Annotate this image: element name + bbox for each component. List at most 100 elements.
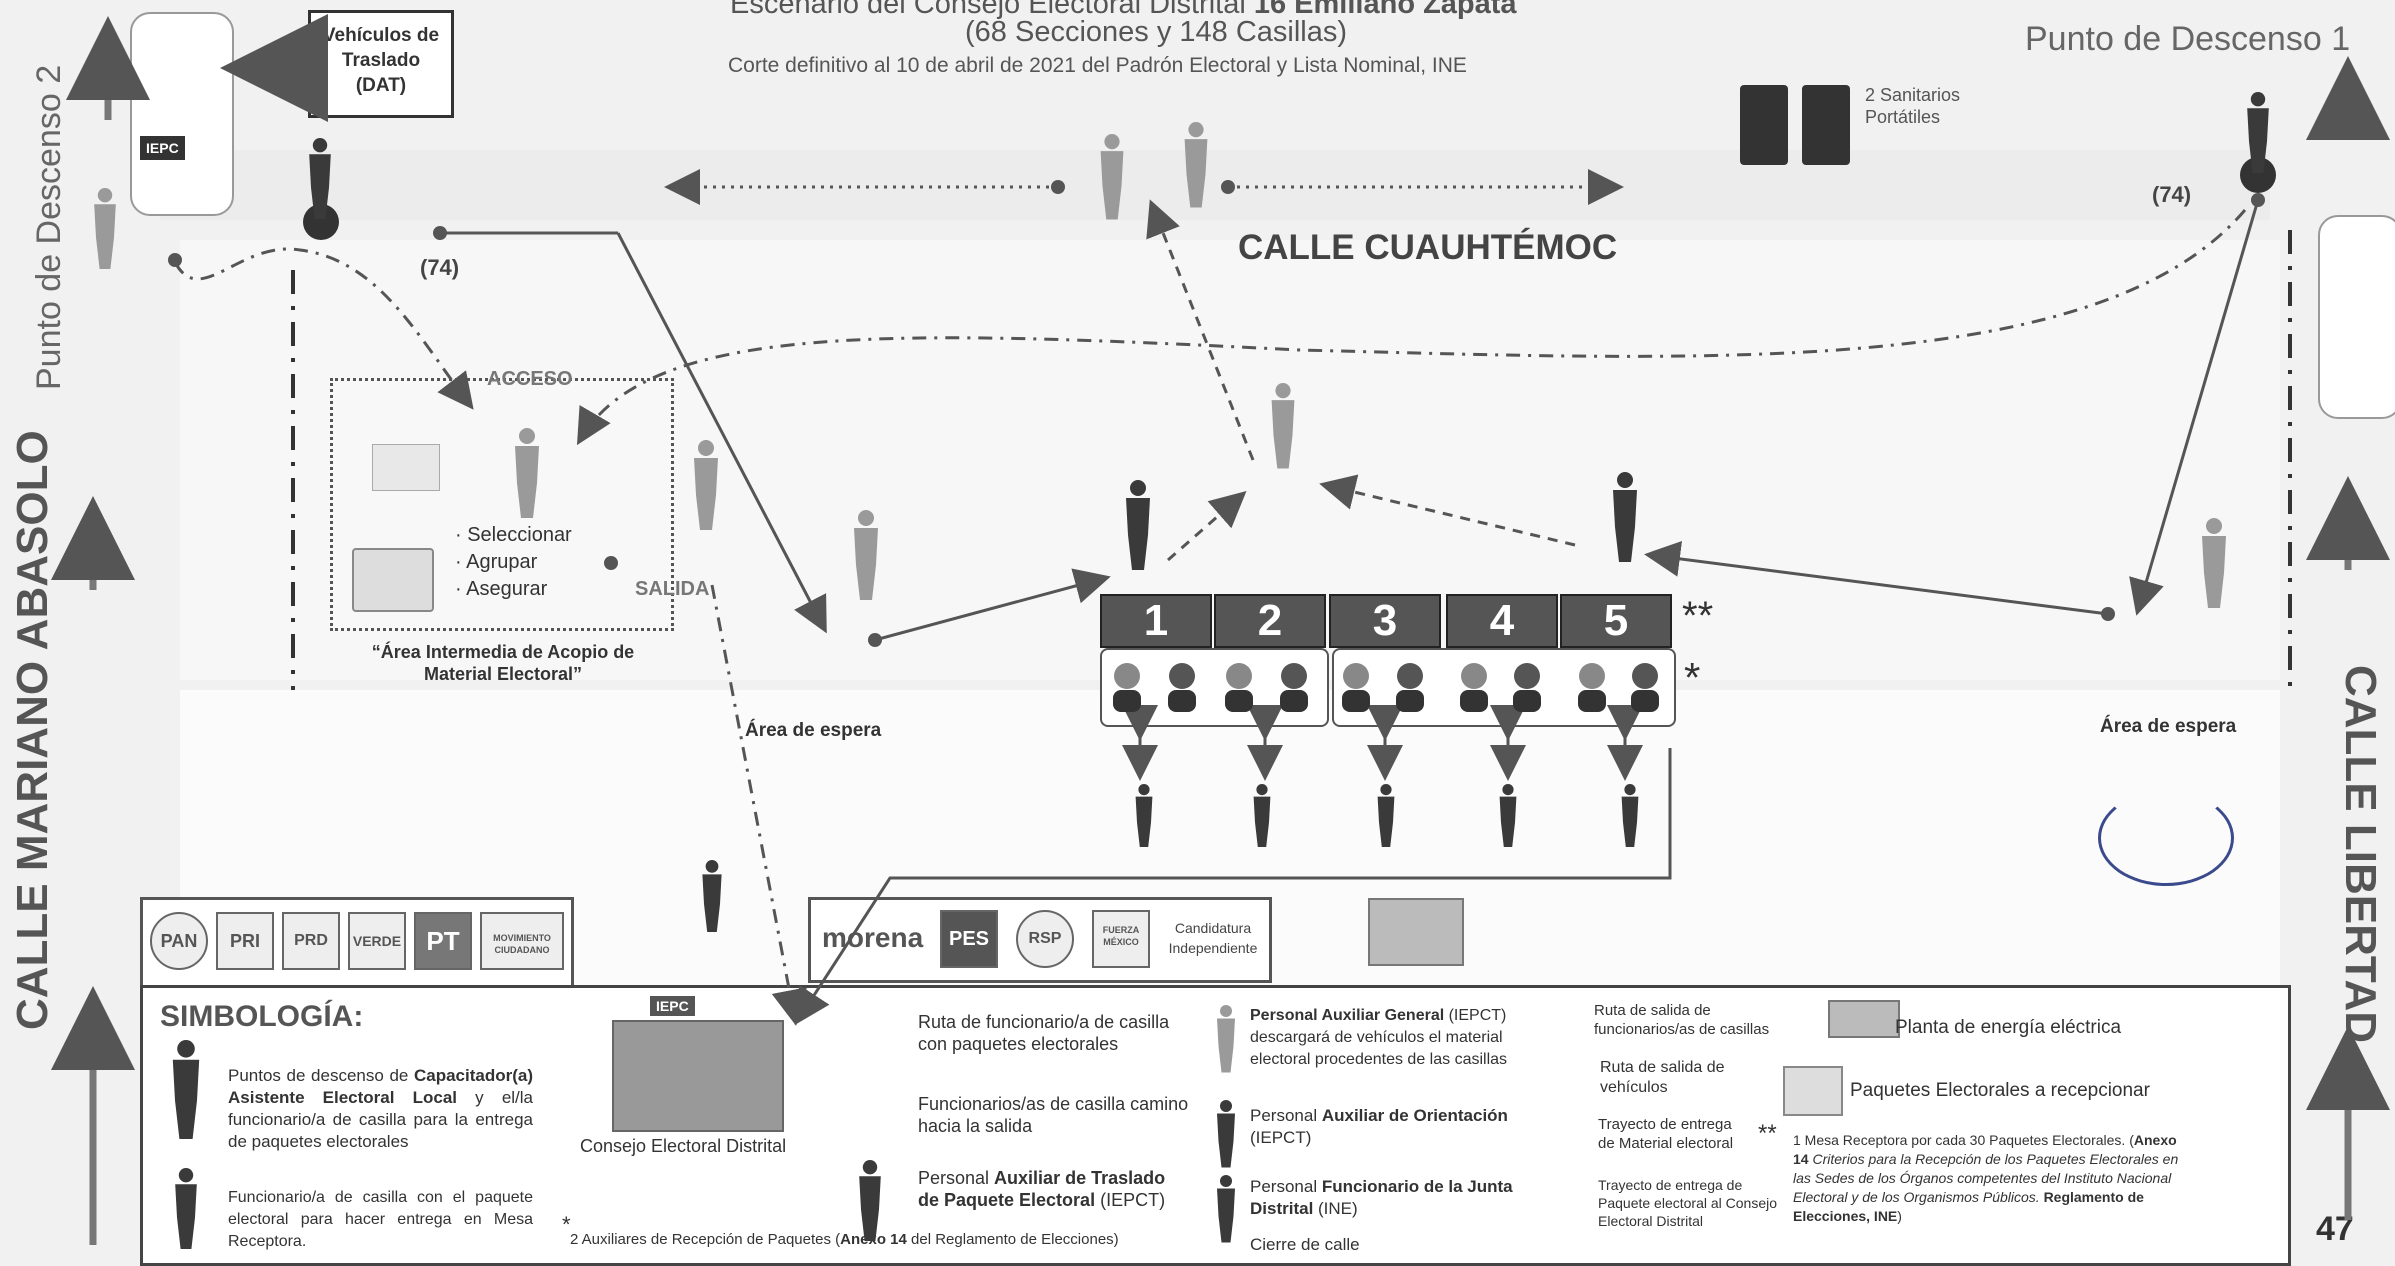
legend-street-closure: Cierre de calle: [1250, 1235, 1360, 1254]
power-plant-icon: [1828, 1000, 1900, 1038]
party-morena-logo: morena: [822, 922, 924, 953]
legend-orientation-figure: [1217, 1100, 1235, 1168]
legend-route-officials: Ruta de funcionario/a de casilla con paq…: [918, 1012, 1170, 1054]
auxiliary-face-icon: [1579, 663, 1605, 689]
legend-council-route: Trayecto de entrega de Paquete electoral…: [1598, 1177, 1778, 1229]
legend-packages: Paquetes Electorales a recepcionar: [1850, 1080, 2150, 1101]
legend-junta-staff: Personal Funcionario de la Junta Distrit…: [1250, 1177, 1513, 1218]
party-mc-logo: MOVIMIENTO CIUDADANO: [480, 912, 564, 970]
auxiliary-face-icon: [1226, 663, 1252, 689]
transfer-staff-4-figure: [1499, 784, 1517, 847]
faces-mark: *: [1684, 654, 1701, 701]
handwritten-mark: [2098, 790, 2234, 886]
legend-general-figure: [1217, 1005, 1235, 1073]
transfer-staff-5-figure: [1621, 784, 1639, 847]
staff-left-figure: [94, 188, 116, 269]
party-pan-logo: PAN: [150, 912, 208, 970]
acopio-item-secure: · Asegurar: [455, 578, 548, 600]
auxiliary-face-icon: [1114, 663, 1140, 689]
auxiliary-body-icon: [1342, 690, 1370, 712]
street-cuauhtemoc-label: CALLE CUAUHTÉMOC: [1238, 228, 1618, 267]
auxiliary-face-icon: [1343, 663, 1369, 689]
acopio-item-select: · Seleccionar: [455, 524, 572, 546]
legend-orientation-staff: Personal Auxiliar de Orientación (IEPCT): [1250, 1106, 1508, 1147]
official-table-5-figure: [1613, 472, 1637, 562]
header-line2: (68 Secciones y 148 Casillas): [965, 16, 1348, 48]
van-right-icon: [2318, 215, 2395, 419]
party-verde-logo: VERDE: [348, 912, 406, 970]
legend-note-mark: **: [1758, 1120, 1777, 1147]
dat-vehicles-label: Vehículos de Traslado (DAT): [322, 25, 440, 96]
toilet-2-icon: [1802, 85, 1850, 165]
table-5: 5: [1560, 594, 1672, 648]
auxiliary-face-icon: [1514, 663, 1540, 689]
legend-general-staff: Personal Auxiliar General (IEPCT) descar…: [1250, 1007, 1508, 1068]
transfer-staff-2-figure: [1253, 784, 1271, 847]
walking-figure-3: [1271, 383, 1295, 469]
count-right: (74): [2152, 182, 2192, 207]
party-prd-logo: PRD: [282, 912, 340, 970]
waiting-area-right-label: Área de espera: [2100, 716, 2237, 737]
auxiliary-face-icon: [1169, 663, 1195, 689]
legend-junta-figure: [1217, 1175, 1235, 1243]
van-left-logo: IEPC: [140, 136, 185, 160]
party-pt-logo: PT: [414, 912, 472, 970]
orientation-left-figure: [854, 510, 878, 600]
auxiliary-body-icon: [1631, 690, 1659, 712]
legend-auxiliaries-mark: *: [562, 1212, 571, 1237]
capacitador-left-figure: [309, 138, 331, 219]
junta-staff-figure: [702, 860, 722, 932]
auxiliary-body-icon: [1396, 690, 1424, 712]
official-table-1-figure: [1126, 480, 1150, 570]
tables-mark: **: [1682, 594, 1714, 638]
legend-power-plant: Planta de energía eléctrica: [1895, 1017, 2122, 1038]
exit-staff-figure: [694, 440, 718, 530]
legend-drop-point-figure: [172, 1040, 200, 1139]
acopio-exit-label: SALIDA: [635, 578, 710, 600]
auxiliary-body-icon: [1513, 690, 1541, 712]
drop-point-right-label: Punto de Descenso 1: [2025, 20, 2351, 58]
party-pes-logo: PES: [940, 910, 998, 968]
header-line3: Corte definitivo al 10 de abril de 2021 …: [728, 54, 1467, 77]
auxiliary-face-icon: [1632, 663, 1658, 689]
capacitador-right-figure: [2247, 92, 2269, 173]
package-icon: [1783, 1066, 1843, 1116]
legend-official-figure: [175, 1168, 197, 1249]
table-4: 4: [1446, 594, 1558, 648]
waiting-area-left-label: Área de espera: [745, 720, 882, 741]
legend-material-route: Trayecto de entrega de Material electora…: [1598, 1116, 1734, 1152]
auxiliary-body-icon: [1280, 690, 1308, 712]
auxiliary-face-icon: [1461, 663, 1487, 689]
legend-transfer-figure: [859, 1160, 881, 1241]
auxiliary-face-icon: [1397, 663, 1423, 689]
toilets-label: 2 Sanitarios Portátiles: [1865, 85, 1961, 127]
party-pri-logo: PRI: [216, 912, 274, 970]
walking-figure-2: [1184, 122, 1208, 208]
legend-item-drop-points: Puntos de descenso de Capacitador(a) Asi…: [228, 1066, 533, 1151]
street-cuauhtemoc: [160, 150, 2270, 220]
council-building-icon: [612, 1020, 784, 1132]
dat-vehicles-box: Vehículos de Traslado (DAT): [308, 10, 454, 118]
transfer-staff-3-figure: [1377, 784, 1395, 847]
walking-figure-1: [1100, 134, 1124, 220]
transfer-staff-1-figure: [1135, 784, 1153, 847]
legend-transfer-staff: Personal Auxiliar de Traslado de Paquete…: [918, 1168, 1166, 1210]
party-fuerza-mexico-logo: FUERZA MÉXICO: [1092, 910, 1150, 968]
legend-item-official: Funcionario/a de casilla con el paquete …: [228, 1189, 533, 1250]
legend-exit-officials: Ruta de salida de funcionarios/as de cas…: [1594, 1002, 1770, 1038]
table-1: 1: [1100, 594, 1212, 648]
auxiliary-body-icon: [1460, 690, 1488, 712]
auxiliary-face-icon: [1281, 663, 1307, 689]
auxiliary-body-icon: [1113, 690, 1141, 712]
acopio-item-group: · Agrupar: [455, 551, 538, 573]
acopio-access-label: ACCESO: [487, 368, 573, 390]
table-3: 3: [1329, 594, 1441, 648]
party-rsp-logo: RSP: [1016, 910, 1074, 968]
auxiliary-body-icon: [1225, 690, 1253, 712]
legend-exit-vehicles: Ruta de salida de vehículos: [1600, 1059, 1725, 1096]
legend-officials-exit: Funcionarios/as de casilla camino hacia …: [918, 1094, 1189, 1136]
paper-stack-icon: [372, 444, 440, 491]
legend-title: SIMBOLOGÍA:: [160, 1000, 364, 1033]
legend-council-label: Consejo Electoral Distrital: [580, 1136, 787, 1156]
